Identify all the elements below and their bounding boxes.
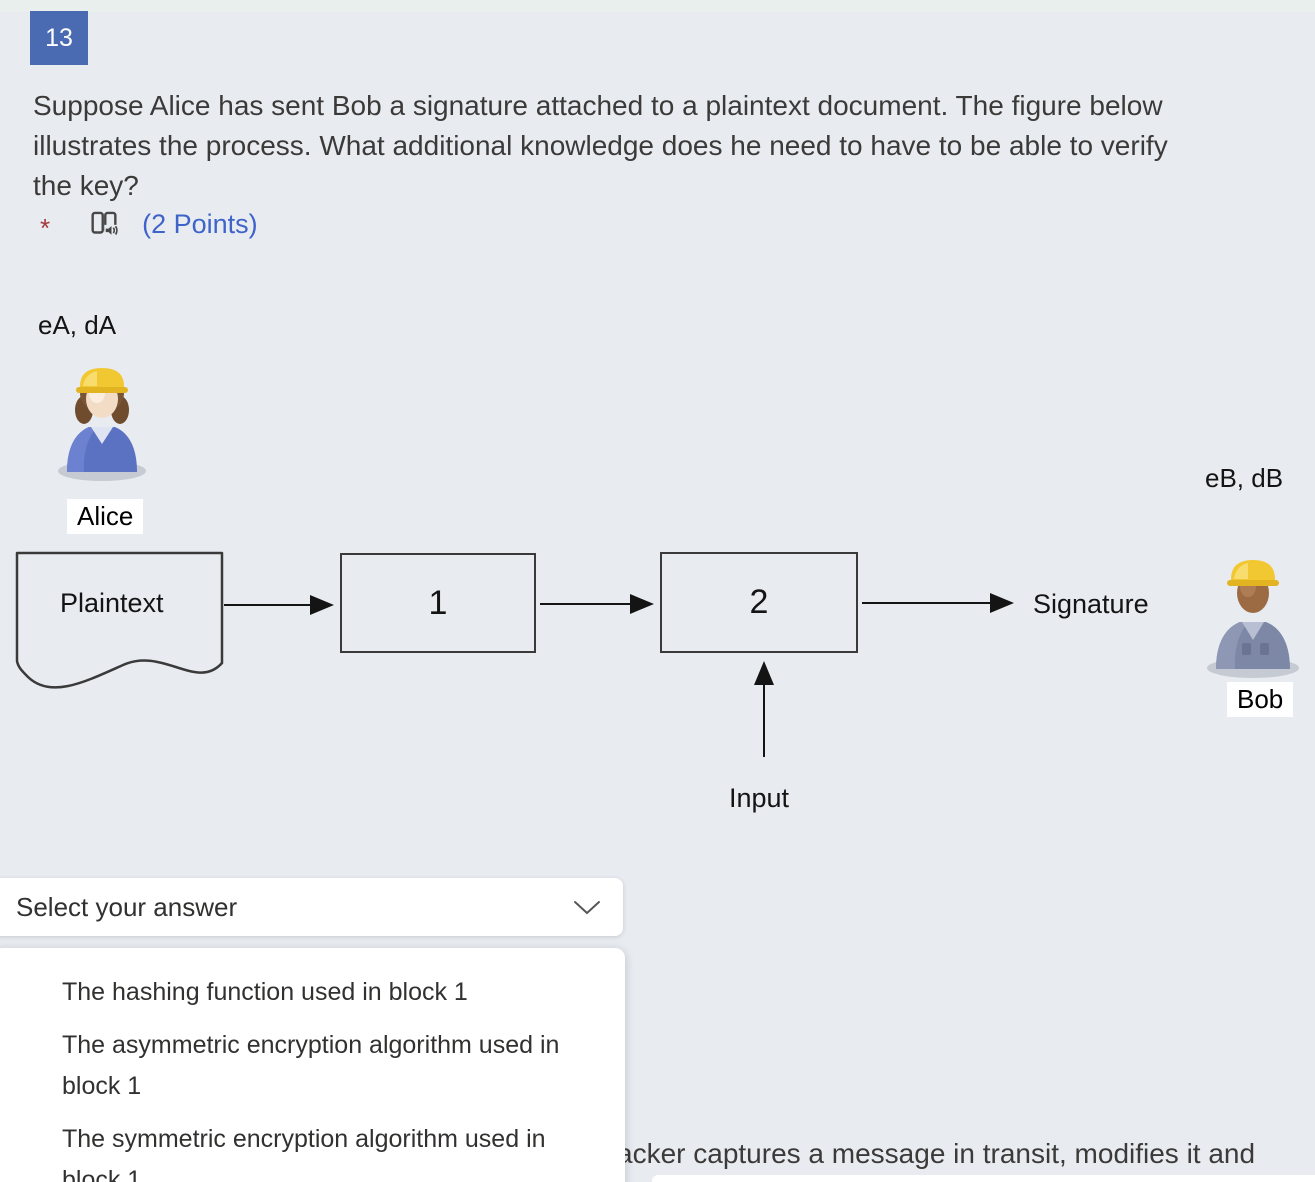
question-text: Suppose Alice has sent Bob a signature a… [33,86,1168,206]
immersive-reader-icon[interactable] [86,205,122,243]
answer-option[interactable]: The symmetric encryption algorithm used … [0,1113,617,1182]
required-asterisk: * [40,212,51,243]
answer-option-label: The asymmetric encryption algorithm used… [62,1031,560,1100]
next-question-field-edge [652,1175,1315,1182]
answer-option-label: The symmetric encryption algorithm used … [62,1125,546,1182]
bob-keys-label: eB, dB [1205,463,1284,493]
answer-select[interactable]: Select your answer [0,878,623,936]
plaintext-label: Plaintext [60,588,164,618]
answer-option[interactable]: The hashing function used in block 1 [0,966,617,1019]
answer-select-placeholder: Select your answer [16,891,238,922]
question-text-line: illustrates the process. What additional… [33,130,1168,161]
block-1: 1 [340,553,536,653]
question-number: 13 [45,23,73,52]
question-number-badge: 13 [30,11,88,65]
signature-label: Signature [1033,589,1149,619]
bob-name-tag: Bob [1227,682,1294,717]
chevron-down-icon [573,900,601,915]
question-text-line: Suppose Alice has sent Bob a signature a… [33,90,1163,121]
plaintext-document-shape [15,551,225,698]
bob-avatar [1202,543,1304,686]
page-top-strip [0,0,1315,12]
question-meta-row: * (2 Points) [40,203,258,245]
alice-keys-label: eA, dA [38,310,117,340]
input-label: Input [729,783,790,813]
answer-options-panel: The hashing function used in block 1 The… [0,948,625,1182]
alice-name-tag: Alice [67,499,144,534]
block-2-label: 2 [749,583,769,621]
block-1-label: 1 [428,583,448,622]
answer-option-label: The hashing function used in block 1 [62,978,468,1006]
answer-option[interactable]: The asymmetric encryption algorithm used… [0,1019,617,1113]
alice-avatar [53,352,151,489]
points-label: (2 Points) [142,208,258,239]
next-question-partial-text: acker captures a message in transit, mod… [617,1138,1256,1169]
question-text-line: the key? [33,170,139,201]
block-2: 2 [660,552,858,653]
